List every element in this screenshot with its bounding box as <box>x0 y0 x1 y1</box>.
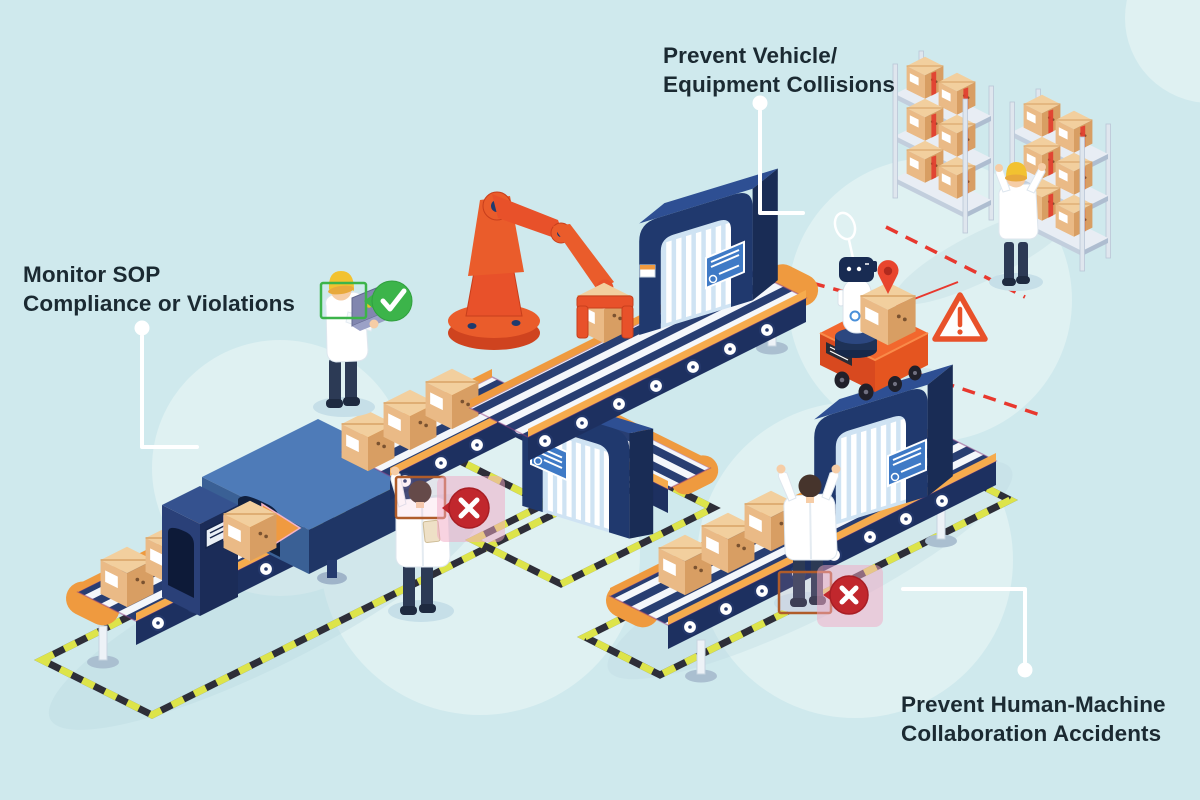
scanner-tunnel <box>162 486 238 616</box>
gate-3-screen <box>887 438 927 488</box>
callout-sop: Monitor SOP Compliance or Violations <box>23 260 295 318</box>
x-circle-icon <box>817 565 883 627</box>
callout-vehicle: Prevent Vehicle/ Equipment Collisions <box>663 41 895 99</box>
location-pin-icon <box>877 260 899 294</box>
warning-triangle-icon <box>932 292 988 342</box>
callout-sop-line1: Monitor SOP <box>23 262 161 287</box>
scanner-gate-1 <box>639 168 778 336</box>
gate-sensor <box>640 265 655 270</box>
x-circle-icon <box>437 476 505 542</box>
worker-violation-belt <box>774 464 883 627</box>
callout-leaders <box>140 109 1027 664</box>
gate-1-screen <box>705 240 745 290</box>
robotic-arm <box>448 191 634 350</box>
scanner-gate-3 <box>814 364 953 532</box>
callout-human-machine-line2: Collaboration Accidents <box>901 721 1162 746</box>
callout-dots <box>134 95 1033 678</box>
worker-shelves <box>989 162 1046 291</box>
callout-sop-line2: Compliance or Violations <box>23 291 296 316</box>
worker-violation-machine <box>388 466 505 622</box>
callout-vehicle-line2: Equipment Collisions <box>663 72 896 97</box>
worker-compliant <box>313 271 413 417</box>
callout-vehicle-line1: Prevent Vehicle/ <box>663 43 838 68</box>
check-circle-icon <box>364 280 413 322</box>
callout-human-machine: Prevent Human-Machine Collaboration Acci… <box>901 690 1166 748</box>
callout-human-machine-line1: Prevent Human-Machine <box>901 692 1166 717</box>
agv-robot-vehicle <box>819 211 929 401</box>
hard-hat-icon <box>1006 162 1027 179</box>
